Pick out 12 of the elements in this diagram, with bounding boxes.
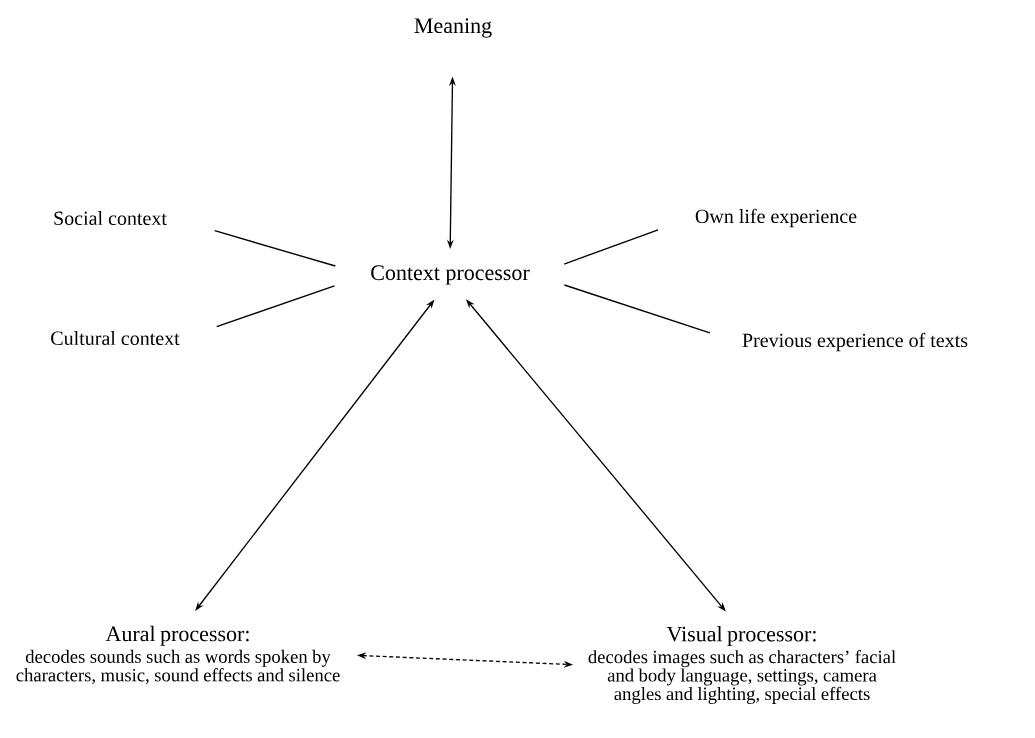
node-label: Meaning (414, 18, 492, 38)
node-label: Context processor (371, 265, 530, 285)
connector-line (563, 284, 711, 334)
connector-line (216, 285, 336, 328)
connector-line (214, 230, 336, 267)
processor-label: Visual processor: decodes images such as characters’ facial and body language, settings, camera angles and lighting, special effects (588, 626, 896, 704)
processor-label: Aural processor: decodes sounds such as words spoken by characters, music, sound effects and silence (16, 625, 340, 685)
connector-line (563, 229, 659, 265)
node-label: Previous experience of texts (742, 332, 968, 352)
node-label: Own life experience (695, 208, 857, 228)
node-label: Cultural context (51, 330, 180, 346)
node-label: Social context (54, 210, 167, 226)
